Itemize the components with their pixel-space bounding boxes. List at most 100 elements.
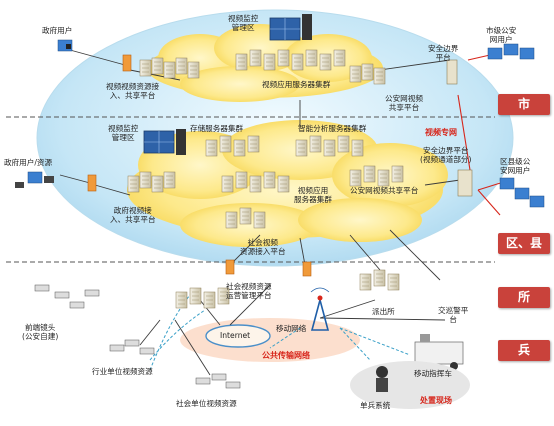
server-icon	[373, 269, 386, 287]
monitor-wall-icon	[269, 14, 312, 41]
frontend-camera-label: 前端镜头 (公安自建)	[22, 323, 59, 341]
server-icon	[203, 291, 216, 309]
city-gov-access-label: 视频视频资源接 入、共享平台	[106, 82, 160, 100]
city-share-label: 公安网视频 共享平台	[385, 94, 423, 112]
server-icon	[127, 175, 140, 193]
wireless-links	[149, 294, 411, 371]
server-icon	[263, 53, 276, 71]
server-icon	[349, 169, 362, 187]
server-icon	[221, 175, 234, 193]
command-vehicle-label: 移动指挥车	[414, 369, 452, 378]
boundary-gateway-icon	[457, 169, 473, 197]
server-icon	[151, 175, 164, 193]
gov-user-pc-icon	[15, 171, 54, 188]
city-monitor-label: 视频监控 管理区	[228, 14, 259, 32]
station-label: 派出所	[372, 307, 395, 316]
server-icon	[139, 59, 152, 77]
server-icon	[291, 53, 304, 71]
boundary-gateway-icon	[446, 59, 458, 85]
server-icon	[247, 135, 260, 153]
server-icon	[377, 169, 390, 187]
storage-cluster-label: 存储服务器集群	[190, 124, 244, 133]
district-gov-access-label: 政府视频接 入、共享平台	[110, 206, 156, 224]
firewall-icon	[87, 174, 97, 192]
district-app-cluster-label: 视频应用 服务器集群	[294, 186, 332, 204]
camera-icon	[34, 284, 100, 309]
cell-tower-icon	[310, 287, 330, 331]
social-access-label: 社会视频 资源接入平台	[240, 238, 286, 256]
social-unit-video-label: 社会单位视频资源	[176, 399, 237, 408]
server-icon	[139, 171, 152, 189]
tier-label-soldier: 兵	[498, 340, 550, 361]
city-border-label: 安全边界 平台	[428, 44, 459, 62]
server-icon	[217, 287, 230, 305]
server-icon	[187, 61, 200, 79]
district-share-label: 公安网视频共享平台	[350, 186, 419, 195]
firewall-icon	[225, 259, 235, 275]
traffic-platform-label: 交巡警平 台	[438, 306, 469, 324]
tier-label-city: 市	[498, 94, 550, 115]
server-icon	[163, 171, 176, 189]
server-icon	[295, 139, 308, 157]
server-icon	[253, 211, 266, 229]
single-soldier-label: 单兵系统	[360, 401, 391, 410]
public-transport-label: 公共传输网络	[262, 351, 310, 360]
server-icon	[349, 65, 362, 83]
server-icon	[175, 57, 188, 75]
camera-icon	[195, 373, 241, 389]
district-monitor-label: 视频监控 管理区	[108, 124, 139, 142]
server-icon	[235, 53, 248, 71]
server-icon	[239, 207, 252, 225]
firewall-icon	[302, 261, 312, 277]
server-icon	[163, 61, 176, 79]
server-icon	[333, 49, 346, 67]
scene-label: 处置现场	[420, 396, 452, 405]
tier-label-station: 所	[498, 287, 550, 308]
mobile-net-label: 移动网络	[276, 324, 307, 333]
city-app-cluster-label: 视频应用服务器集群	[262, 80, 331, 89]
server-icon	[387, 273, 400, 291]
tier-label-district: 区、县	[498, 233, 550, 254]
video-private-net-label: 视频专网	[425, 128, 457, 137]
secure-links	[457, 54, 511, 216]
server-icon	[225, 211, 238, 229]
server-icon	[363, 165, 376, 183]
industry-video-label: 行业单位视频资源	[92, 367, 153, 376]
server-icon	[337, 135, 350, 153]
server-icon	[205, 139, 218, 157]
server-icon	[189, 287, 202, 305]
server-icon	[319, 53, 332, 71]
internet-label: Internet	[220, 331, 251, 340]
social-ops-label: 社会视频资源 运营管理平台	[226, 282, 272, 300]
server-icon	[151, 57, 164, 75]
server-icon	[277, 175, 290, 193]
server-icon	[249, 49, 262, 67]
server-icon	[359, 273, 372, 291]
server-icon	[391, 165, 404, 183]
district-border-label: 安全边界平台 (视频通道部分)	[420, 146, 472, 164]
connection-lines	[59, 49, 461, 376]
single-soldier-icon	[376, 366, 388, 392]
police-user-pc-icon	[487, 43, 535, 60]
server-icon	[175, 291, 188, 309]
police-user-pc-icon	[499, 177, 545, 208]
server-icon	[263, 171, 276, 189]
city-police-user-label: 市级公安 网用户	[486, 26, 517, 44]
internet-cloud	[205, 324, 271, 348]
camera-icon	[109, 339, 155, 355]
gov-user-label: 政府用户	[42, 26, 73, 35]
server-icon	[309, 135, 322, 153]
server-icon	[351, 139, 364, 157]
server-icon	[219, 135, 232, 153]
server-icon	[361, 63, 374, 81]
server-icon	[373, 67, 386, 85]
analysis-cluster-label: 智能分析服务器集群	[298, 124, 367, 133]
server-icon	[305, 49, 318, 67]
server-icon	[249, 175, 262, 193]
server-icon	[323, 139, 336, 157]
server-icon	[233, 139, 246, 157]
firewall-icon	[122, 54, 132, 72]
server-icon	[277, 49, 290, 67]
